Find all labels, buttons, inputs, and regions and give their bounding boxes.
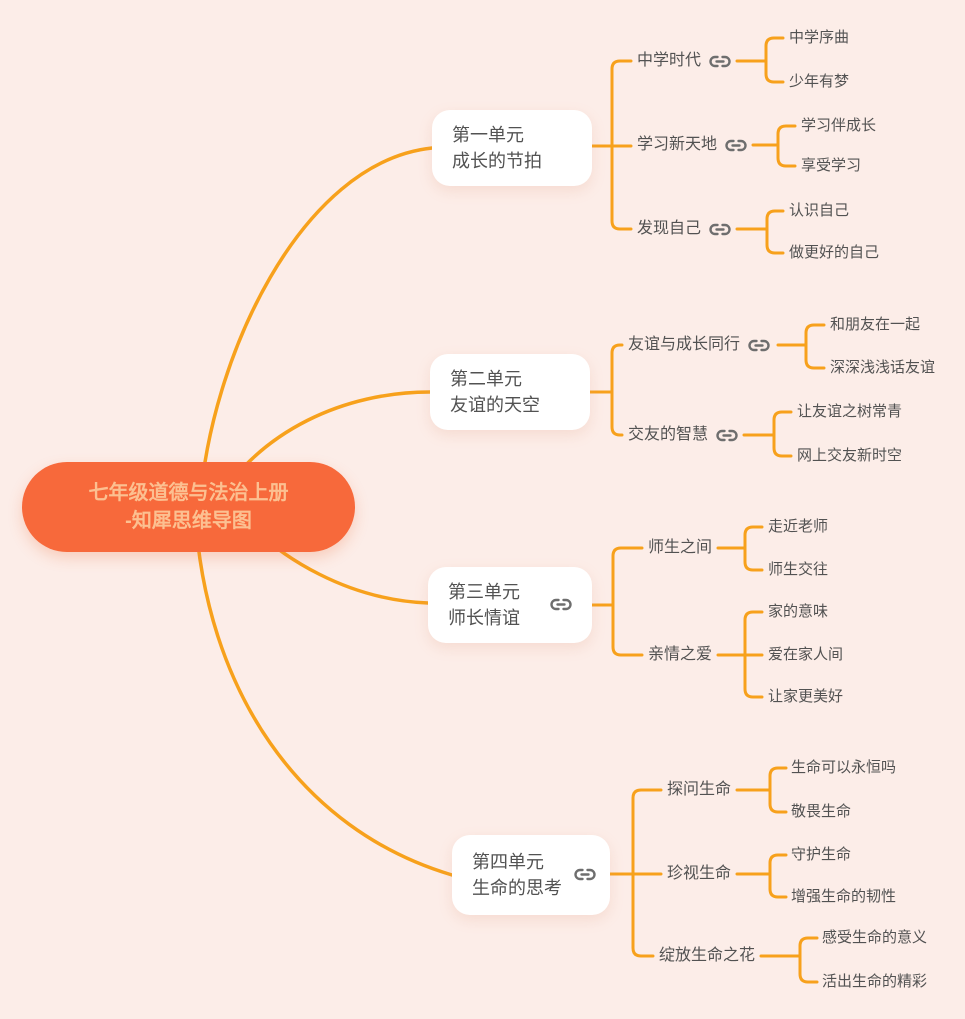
branch-label-text: 探问生命 bbox=[667, 781, 732, 798]
branch-label-text: 亲情之爱 bbox=[648, 646, 713, 663]
branch-label-text: 师生之间 bbox=[648, 539, 713, 556]
leaf-zhongxue-xuqu[interactable]: 中学序曲 bbox=[789, 29, 850, 46]
branch-jiaoyou-zhihui[interactable]: 交友的智慧 bbox=[628, 424, 738, 446]
leaf-shaonian-youmeng[interactable]: 少年有梦 bbox=[789, 73, 850, 90]
unit2-node[interactable]: 第二单元 友谊的天空 bbox=[430, 354, 590, 430]
branch-qinqing-zhiai[interactable]: 亲情之爱 bbox=[648, 644, 712, 666]
leaf-zoujin-laoshi[interactable]: 走近老师 bbox=[768, 518, 829, 535]
edge-root-unit1 bbox=[198, 146, 434, 507]
unit3-title-line1: 第三单元 bbox=[448, 582, 520, 602]
unit1-title-line1: 第一单元 bbox=[452, 125, 524, 145]
leaf-zengqiang-renxing[interactable]: 增强生命的韧性 bbox=[791, 888, 897, 905]
root-topic-line2: -知犀思维导图 bbox=[125, 510, 252, 532]
leaf-zuogenghao-deziji[interactable]: 做更好的自己 bbox=[789, 244, 880, 261]
leaf-shenshenqianqian[interactable]: 深深浅浅话友谊 bbox=[830, 359, 936, 376]
root-topic-line1: 七年级道德与法治上册 bbox=[88, 482, 289, 504]
unit1-title-line2: 成长的节拍 bbox=[452, 151, 542, 171]
branch-label-text: 绽放生命之花 bbox=[659, 947, 756, 964]
leaf-shouhu-shengming[interactable]: 守护生命 bbox=[791, 846, 852, 863]
leaf-huochu-jingcai[interactable]: 活出生命的精彩 bbox=[822, 973, 928, 990]
unit4-node[interactable]: 第四单元 生命的思考 bbox=[452, 835, 610, 915]
leaf-ganshou-yiyi[interactable]: 感受生命的意义 bbox=[822, 929, 928, 946]
branch-label-text: 中学时代 bbox=[637, 52, 702, 69]
branch-shisheng-zhijian[interactable]: 师生之间 bbox=[648, 537, 712, 559]
leaf-aizai-jiarenjian[interactable]: 爱在家人间 bbox=[768, 646, 844, 663]
link-icon[interactable] bbox=[574, 862, 596, 888]
branch-youyi-chengzhang[interactable]: 友谊与成长同行 bbox=[628, 334, 770, 356]
link-icon[interactable] bbox=[709, 223, 731, 236]
unit4-title-line1: 第四单元 bbox=[472, 852, 544, 872]
root-topic[interactable]: 七年级道德与法治上册 -知犀思维导图 bbox=[22, 462, 355, 552]
leaf-jiade-yiwei[interactable]: 家的意味 bbox=[768, 603, 829, 620]
link-icon[interactable] bbox=[550, 592, 572, 618]
branch-faxian-ziji[interactable]: 发现自己 bbox=[637, 218, 731, 240]
branch-zhongxue-shidai[interactable]: 中学时代 bbox=[637, 50, 731, 72]
branch-label-text: 珍视生命 bbox=[667, 865, 732, 882]
branch-label-text: 友谊与成长同行 bbox=[628, 336, 741, 353]
unit2-title-line2: 友谊的天空 bbox=[450, 395, 540, 415]
unit1-node[interactable]: 第一单元 成长的节拍 bbox=[432, 110, 592, 186]
branch-label-text: 交友的智慧 bbox=[628, 426, 709, 443]
leaf-renshi-ziji[interactable]: 认识自己 bbox=[789, 202, 850, 219]
unit3-node[interactable]: 第三单元 师长情谊 bbox=[428, 567, 592, 643]
unit2-title-line1: 第二单元 bbox=[450, 369, 522, 389]
leaf-rangyouyi-changqing[interactable]: 让友谊之树常青 bbox=[797, 403, 903, 420]
leaf-hepengyou-zaiyiqi[interactable]: 和朋友在一起 bbox=[830, 316, 921, 333]
edge-root-unit4 bbox=[193, 508, 454, 877]
link-icon[interactable] bbox=[748, 339, 770, 352]
branch-zhanfang-shengming[interactable]: 绽放生命之花 bbox=[659, 945, 755, 967]
unit3-title-line2: 师长情谊 bbox=[448, 608, 520, 628]
link-icon[interactable] bbox=[716, 429, 738, 442]
leaf-shisheng-jiaowang[interactable]: 师生交往 bbox=[768, 561, 829, 578]
branch-label-text: 发现自己 bbox=[637, 220, 702, 237]
leaf-xuexi-banchengzhang[interactable]: 学习伴成长 bbox=[801, 117, 877, 134]
leaf-jingwei-shengming[interactable]: 敬畏生命 bbox=[791, 803, 852, 820]
branch-zhenshi-shengming[interactable]: 珍视生命 bbox=[667, 863, 731, 885]
unit4-title-line2: 生命的思考 bbox=[472, 878, 562, 898]
leaf-rangjia-gengmeihao[interactable]: 让家更美好 bbox=[768, 688, 844, 705]
link-icon[interactable] bbox=[709, 55, 731, 68]
leaf-xiangshou-xuexi[interactable]: 享受学习 bbox=[801, 157, 862, 174]
branch-label-text: 学习新天地 bbox=[637, 136, 718, 153]
leaf-wangshang-jiaoyou[interactable]: 网上交友新时空 bbox=[797, 447, 903, 464]
link-icon[interactable] bbox=[725, 139, 747, 152]
leaf-shengming-yongheng[interactable]: 生命可以永恒吗 bbox=[791, 759, 897, 776]
branch-tanwen-shengming[interactable]: 探问生命 bbox=[667, 779, 731, 801]
branch-xuexi-xintiandi[interactable]: 学习新天地 bbox=[637, 134, 747, 156]
